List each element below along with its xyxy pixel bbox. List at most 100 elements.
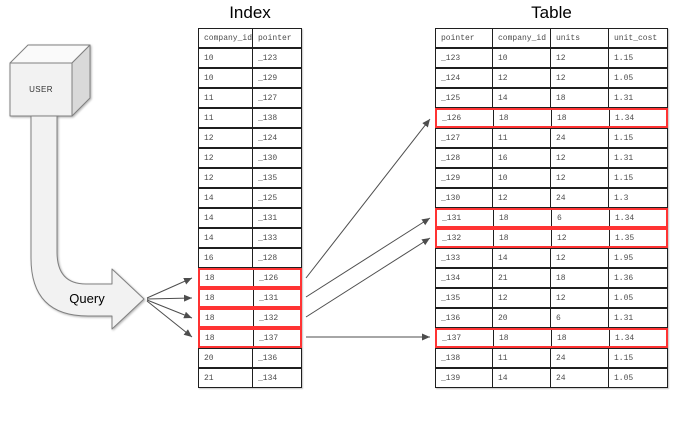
cell: 12 — [551, 69, 609, 87]
cell: _126 — [259, 273, 279, 283]
cell: 12 — [551, 249, 609, 267]
column-header: company_id — [493, 29, 551, 47]
cell: 20 — [493, 309, 551, 327]
table-row: 10 _123 — [198, 48, 302, 68]
table-row: 21 _134 — [198, 368, 302, 388]
cell: 14 — [493, 89, 551, 107]
cell: 12 — [551, 169, 609, 187]
cell: _130 — [436, 189, 493, 207]
cell: 16 — [493, 149, 551, 167]
cell: 12 — [551, 49, 609, 67]
table-row: 10_129 — [198, 68, 302, 88]
cell: 1.35 — [615, 233, 635, 243]
table-row: 11 _127 — [198, 88, 302, 108]
cell: _123 — [436, 49, 493, 67]
cell: 21 — [199, 369, 253, 387]
cell: 18 — [551, 89, 609, 107]
cell: 1.05 — [614, 373, 634, 383]
query-to-index-arrow — [146, 294, 193, 302]
cell: _124 — [258, 133, 278, 143]
cell: _125 — [436, 89, 493, 107]
cell: 1.36 — [614, 273, 634, 283]
table-row: 20_136 — [198, 348, 302, 368]
cell: 18 — [551, 269, 609, 287]
cell: 12 — [199, 129, 253, 147]
cell: _131 — [259, 293, 279, 303]
query-block-arrow — [30, 115, 145, 330]
table-row: 16 _128 — [198, 248, 302, 268]
table-row-highlighted: 18_131 — [198, 288, 302, 308]
cell: 18 — [494, 110, 552, 126]
cell: 18 — [200, 270, 254, 286]
cell: _134 — [258, 373, 278, 383]
cell: _129 — [258, 73, 278, 83]
cell: 14 — [199, 189, 253, 207]
cell: 1.31 — [614, 153, 634, 163]
cell: 1.15 — [614, 173, 634, 183]
cell: 12 — [199, 169, 253, 187]
query-fan-arrows — [146, 277, 193, 338]
cell: _137 — [259, 333, 279, 343]
cell: 20 — [199, 349, 253, 367]
cell: _127 — [258, 93, 278, 103]
cell: _123 — [258, 53, 278, 63]
cell: 10 — [199, 49, 253, 67]
column-header: company_id — [199, 29, 253, 47]
cell: _135 — [436, 289, 493, 307]
cell: 18 — [200, 330, 254, 346]
cell: _128 — [258, 253, 278, 263]
cell: 1.34 — [615, 113, 635, 123]
cell: _132 — [259, 313, 279, 323]
cell: 14 — [493, 249, 551, 267]
cell: 12 — [551, 289, 609, 307]
cell: 14 — [199, 209, 253, 227]
cell: _132 — [437, 230, 494, 246]
table-row-highlighted: 18 _132 — [198, 308, 302, 328]
cell: 1.05 — [614, 293, 634, 303]
column-header: pointer — [436, 29, 493, 47]
cell: 18 — [494, 230, 552, 246]
cell: 11 — [493, 349, 551, 367]
cell: 11 — [199, 89, 253, 107]
cell: 21 — [493, 269, 551, 287]
cell: _128 — [436, 149, 493, 167]
cell: _134 — [436, 269, 493, 287]
table-row-highlighted: 18 _126 — [198, 268, 302, 288]
cell: _139 — [436, 369, 493, 387]
cell: 6 — [551, 309, 609, 327]
cell: 12 — [199, 149, 253, 167]
cell: _131 — [437, 210, 494, 226]
cell: 18 — [200, 310, 254, 326]
cell: 18 — [552, 110, 610, 126]
query-arrow-label: Query — [69, 291, 105, 306]
column-header: unit_cost — [614, 33, 658, 43]
index-to-table-arrow — [305, 217, 431, 298]
cell: 10 — [493, 49, 551, 67]
cell: _126 — [437, 110, 494, 126]
cell: _133 — [258, 233, 278, 243]
cell: 16 — [199, 249, 253, 267]
cell: _125 — [258, 193, 278, 203]
cell: _124 — [436, 69, 493, 87]
cell: 24 — [551, 369, 609, 387]
column-header: units — [551, 29, 609, 47]
cell: 11 — [493, 129, 551, 147]
index-to-table-arrows — [305, 118, 431, 341]
cell: 12 — [493, 69, 551, 87]
cell: 1.15 — [614, 53, 634, 63]
